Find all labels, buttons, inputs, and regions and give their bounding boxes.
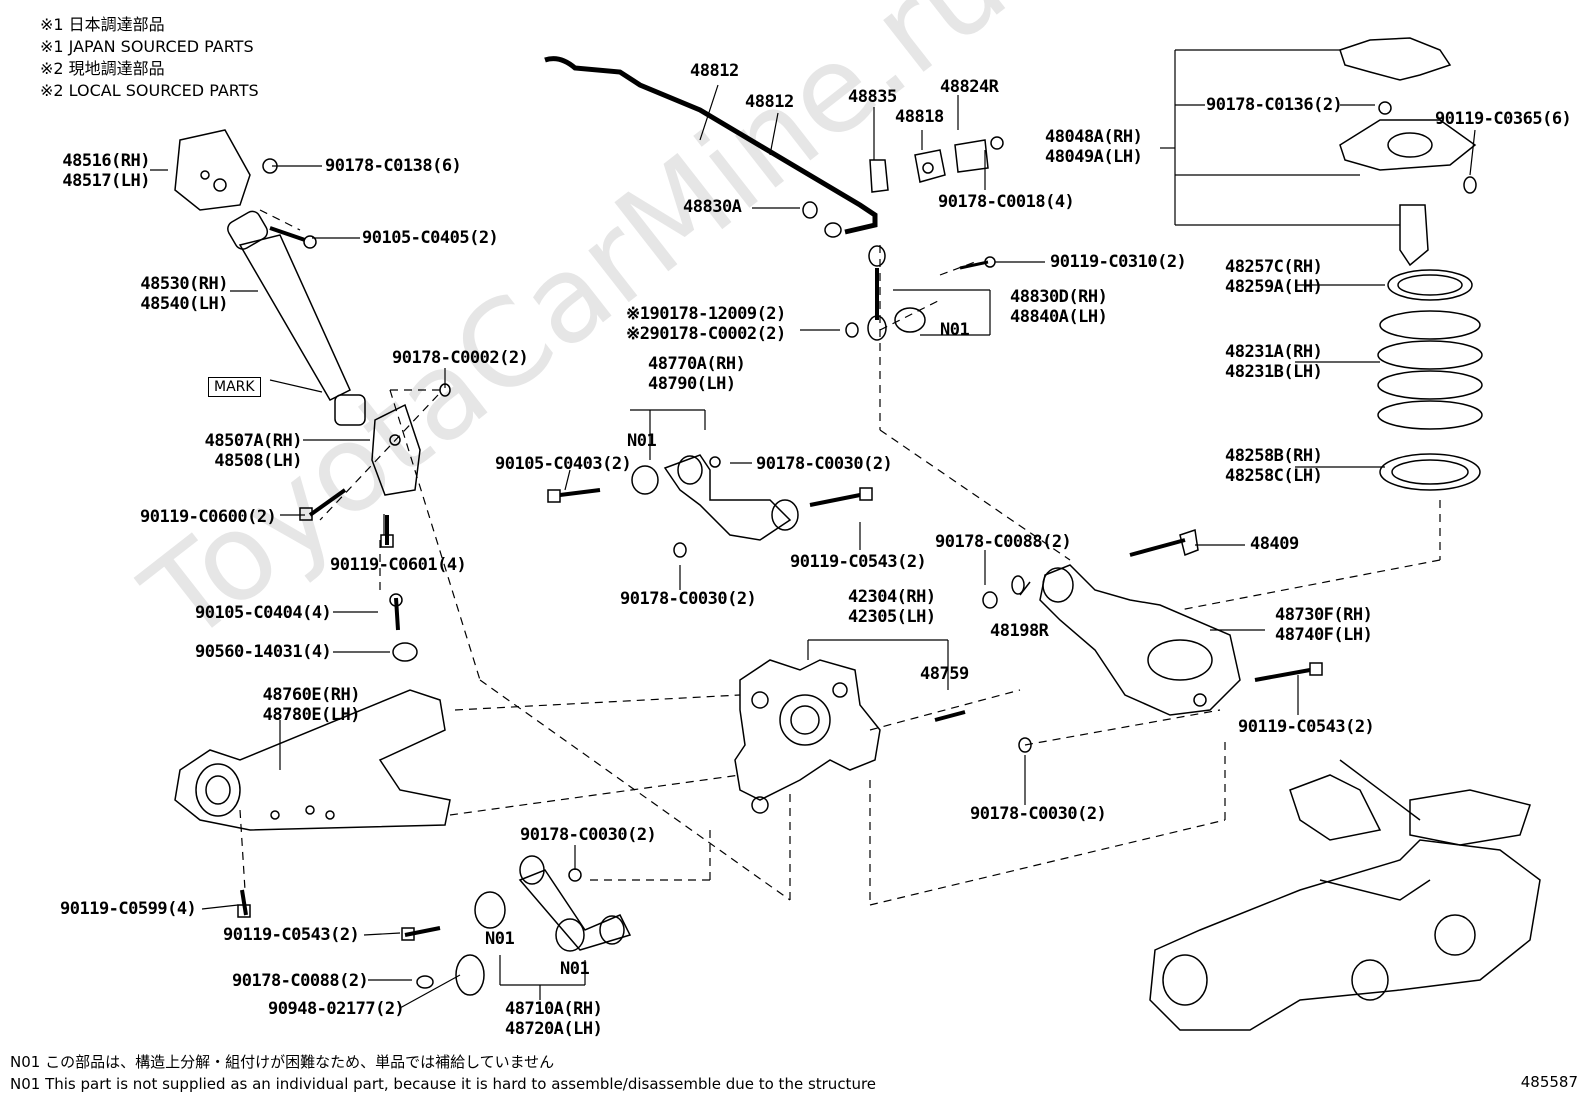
- part-label[interactable]: 90119-C0601(4): [330, 555, 467, 575]
- part-label[interactable]: 48760E(RH): [262, 685, 361, 705]
- part-label[interactable]: 48710A(RH): [505, 999, 603, 1019]
- knuckle-42304: [734, 659, 966, 814]
- part-label[interactable]: 48840A(LH): [1010, 307, 1108, 327]
- bolts-left: [237, 158, 485, 996]
- part-label[interactable]: 48048A(RH): [1045, 127, 1143, 147]
- part-label[interactable]: 48790(LH): [648, 374, 736, 394]
- part-label[interactable]: 90178-C0030(2): [520, 825, 657, 845]
- part-label[interactable]: 48530(RH): [140, 274, 228, 294]
- part-label[interactable]: 48259A(LH): [1225, 277, 1323, 297]
- part-label[interactable]: 48198R: [990, 621, 1049, 641]
- part-label[interactable]: 90178-C0018(4): [938, 192, 1075, 212]
- dashed-lines: [239, 209, 1441, 906]
- note-local-jp: ※2 現地調達部品: [40, 59, 165, 78]
- part-label[interactable]: 48830D(RH): [1010, 287, 1108, 307]
- part-label[interactable]: 90178-C0030(2): [756, 454, 893, 474]
- part-label[interactable]: 48507A(RH): [204, 431, 303, 451]
- part-label[interactable]: 48720A(LH): [505, 1019, 603, 1039]
- part-label[interactable]: 90178-C0088(2): [935, 532, 1072, 552]
- note-japan-jp: ※1 日本調達部品: [40, 15, 165, 34]
- part-label[interactable]: 90178-C0002(2): [392, 348, 529, 368]
- bracket-48507: [371, 403, 421, 496]
- part-label[interactable]: 90119-C0543(2): [790, 552, 927, 572]
- part-label[interactable]: 90119-C0365(6): [1435, 109, 1572, 129]
- part-label[interactable]: 42305(LH): [848, 607, 936, 627]
- part-label[interactable]: 90178-C0030(2): [620, 589, 757, 609]
- part-label[interactable]: 90119-C0310(2): [1050, 252, 1187, 272]
- part-label[interactable]: 48258B(RH): [1225, 446, 1323, 466]
- part-label[interactable]: 90119-C0599(4): [60, 899, 197, 919]
- upper-arm-48770A: [547, 454, 873, 558]
- stabilizer-bushing-parts: [869, 136, 1004, 270]
- toe-link-48710A: [474, 855, 632, 952]
- part-label[interactable]: 48049A(LH): [1045, 147, 1143, 167]
- part-label[interactable]: 48830A: [683, 197, 742, 217]
- part-label[interactable]: 90105-C0404(4): [195, 603, 332, 623]
- part-label[interactable]: 90119-C0543(2): [223, 925, 360, 945]
- part-label[interactable]: 48835: [848, 87, 897, 107]
- part-label[interactable]: 48508(LH): [214, 451, 302, 471]
- part-label[interactable]: 48258C(LH): [1225, 466, 1323, 486]
- part-label[interactable]: 48812: [745, 92, 794, 112]
- part-label[interactable]: 48740F(LH): [1275, 625, 1373, 645]
- footer-note-jp: N01 この部品は、構造上分解・組付けが困難なため、単品では補給していません: [10, 1053, 555, 1071]
- part-label[interactable]: 90119-C0543(2): [1238, 717, 1375, 737]
- n01-label: N01: [560, 959, 590, 979]
- part-label[interactable]: 90105-C0405(2): [362, 228, 499, 248]
- part-label[interactable]: 48759: [920, 664, 969, 684]
- part-label[interactable]: ※190178-12009(2): [626, 304, 786, 324]
- part-label[interactable]: 48257C(RH): [1225, 257, 1323, 277]
- part-label[interactable]: 90119-C0600(2): [140, 507, 277, 527]
- part-label[interactable]: 48231B(LH): [1225, 362, 1323, 382]
- note-japan-en: ※1 JAPAN SOURCED PARTS: [40, 37, 254, 56]
- n01-label: N01: [627, 431, 657, 451]
- lower-arm-48730F: [982, 564, 1323, 753]
- part-label[interactable]: 90178-C0138(6): [325, 156, 462, 176]
- stabilizer-bar-48812: [544, 56, 878, 238]
- part-label[interactable]: 42304(RH): [848, 587, 936, 607]
- lower-arm-48760E: [174, 689, 451, 831]
- part-label[interactable]: 48516(RH): [62, 151, 150, 171]
- diagram-code: 485587: [1520, 1073, 1578, 1091]
- shock-absorber: [174, 129, 366, 426]
- leader-lines: [150, 49, 1476, 1009]
- part-label[interactable]: 90560-14031(4): [195, 642, 332, 662]
- part-label[interactable]: 48824R: [940, 77, 999, 97]
- spring-assembly: [1339, 37, 1483, 491]
- part-label[interactable]: 90178-C0136(2): [1206, 95, 1343, 115]
- part-label[interactable]: 48409: [1250, 534, 1299, 554]
- note-local-en: ※2 LOCAL SOURCED PARTS: [40, 81, 259, 100]
- part-label[interactable]: 90178-C0030(2): [970, 804, 1107, 824]
- n01-label: N01: [485, 929, 515, 949]
- part-label[interactable]: 48770A(RH): [648, 354, 746, 374]
- footer-note-en: N01 This part is not supplied as an indi…: [10, 1075, 877, 1093]
- rod-48409: [1129, 529, 1199, 557]
- part-label[interactable]: 48730F(RH): [1275, 605, 1373, 625]
- part-label[interactable]: 90178-C0088(2): [232, 971, 369, 991]
- n01-label: N01: [940, 320, 970, 340]
- part-label[interactable]: 48517(LH): [62, 171, 150, 191]
- part-label[interactable]: 48812: [690, 61, 739, 81]
- assembly-overview: [1149, 759, 1541, 1031]
- part-label[interactable]: 48780E(LH): [262, 705, 361, 725]
- part-label[interactable]: 90948-02177(2): [268, 999, 405, 1019]
- stabilizer-link-48830D: [845, 245, 926, 341]
- part-label[interactable]: 48818: [895, 107, 944, 127]
- part-label[interactable]: 48231A(RH): [1225, 342, 1323, 362]
- part-label[interactable]: ※290178-C0002(2): [626, 324, 786, 344]
- part-label[interactable]: 48540(LH): [140, 294, 228, 314]
- part-label[interactable]: 90105-C0403(2): [495, 454, 632, 474]
- mark-label: MARK: [208, 377, 261, 397]
